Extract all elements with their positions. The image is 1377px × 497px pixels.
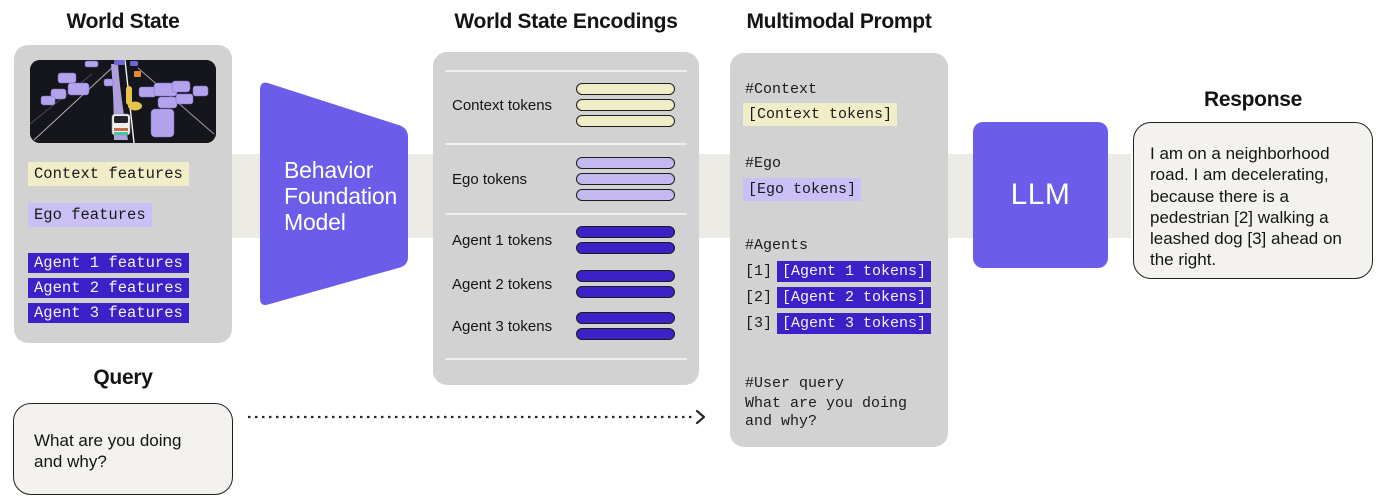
agent-token-row-3: [3] [Agent 3 tokens] <box>745 313 932 334</box>
token-chip-context: [Context tokens] <box>743 103 898 126</box>
token-pill-ego <box>576 189 675 201</box>
scene-traffic-object <box>134 71 141 77</box>
divider <box>445 70 687 72</box>
feature-chip-agent-2: Agent 2 features <box>28 278 189 298</box>
encoding-group-agent-2: Agent 2 tokens <box>452 264 675 304</box>
token-pill-context <box>576 83 675 95</box>
encoding-group-ego: Ego tokens <box>452 151 675 207</box>
token-pill-stack <box>576 157 675 201</box>
prompt-panel: #Context [Context tokens] #Ego [Ego toke… <box>730 53 948 447</box>
divider <box>445 358 687 360</box>
prompt-user-query-header: #User query <box>745 375 845 392</box>
token-pill-ego <box>576 173 675 185</box>
encoding-group-agent-3: Agent 3 tokens <box>452 306 675 346</box>
llm-box: LLM <box>973 122 1108 268</box>
token-chip-ego: [Ego tokens] <box>743 178 862 201</box>
query-title: Query <box>93 366 153 389</box>
token-chip-agent-2: [Agent 2 tokens] <box>777 287 932 308</box>
divider <box>445 213 687 215</box>
encoding-group-label: Agent 1 tokens <box>452 231 553 249</box>
feature-chip-context: Context features <box>28 162 189 186</box>
bfm-shape <box>260 82 408 305</box>
token-pill-agent <box>576 242 675 254</box>
query-text: What are you doing and why? <box>34 431 182 472</box>
scene-ego-car <box>111 113 131 136</box>
bfm-label: Behavior Foundation Model <box>284 157 398 235</box>
response-title: Response <box>1204 88 1302 111</box>
prompt-agents-header: #Agents <box>745 237 809 254</box>
agent-index: [2] <box>745 289 773 306</box>
feature-chip-agent-3: Agent 3 features <box>28 303 189 323</box>
token-pill-agent <box>576 226 675 238</box>
feature-chip-ego: Ego features <box>28 203 152 227</box>
driving-scene-image <box>30 60 216 143</box>
token-chip-agent-1: [Agent 1 tokens] <box>777 261 932 282</box>
encodings-panel: Context tokens Ego tokens Agent 1 tokens… <box>433 52 699 385</box>
prompt-user-query-text: What are you doing and why? <box>745 395 908 430</box>
encoding-group-label: Ego tokens <box>452 170 528 188</box>
divider <box>445 143 687 145</box>
world-state-title: World State <box>66 10 180 33</box>
driving-scene-svg <box>30 60 216 143</box>
token-pill-ego <box>576 157 675 169</box>
encoding-group-label: Agent 3 tokens <box>452 317 553 335</box>
llm-label: LLM <box>1010 178 1071 211</box>
token-pill-context <box>576 115 675 127</box>
token-pill-stack <box>576 312 675 340</box>
token-chip-agent-3: [Agent 3 tokens] <box>777 313 932 334</box>
token-pill-stack <box>576 226 675 254</box>
agent-token-row-1: [1] [Agent 1 tokens] <box>745 261 932 282</box>
query-box: What are you doing and why? <box>13 403 233 495</box>
agent-index: [3] <box>745 315 773 332</box>
encoding-group-context: Context tokens <box>452 77 675 133</box>
query-arrow <box>248 409 706 425</box>
token-pill-agent <box>576 328 675 340</box>
world-state-panel: Context features Ego features Agent 1 fe… <box>14 45 232 343</box>
encoding-group-agent-1: Agent 1 tokens <box>452 220 675 260</box>
encodings-title: World State Encodings <box>454 10 678 33</box>
token-pill-agent <box>576 270 675 282</box>
response-box: I am on a neighborhood road. I am decele… <box>1133 122 1373 279</box>
agent-index: [1] <box>745 263 773 280</box>
token-pill-stack <box>576 83 675 127</box>
response-text: I am on a neighborhood road. I am decele… <box>1150 144 1342 270</box>
token-pill-agent <box>576 312 675 324</box>
encoding-group-label: Context tokens <box>452 96 553 114</box>
prompt-context-header: #Context <box>745 81 818 98</box>
token-pill-context <box>576 99 675 111</box>
agent-token-row-2: [2] [Agent 2 tokens] <box>745 287 932 308</box>
prompt-title: Multimodal Prompt <box>746 10 932 33</box>
token-pill-stack <box>576 270 675 298</box>
encoding-group-label: Agent 2 tokens <box>452 275 553 293</box>
prompt-ego-header: #Ego <box>745 155 782 172</box>
feature-chip-agent-1: Agent 1 features <box>28 253 189 273</box>
token-pill-agent <box>576 286 675 298</box>
